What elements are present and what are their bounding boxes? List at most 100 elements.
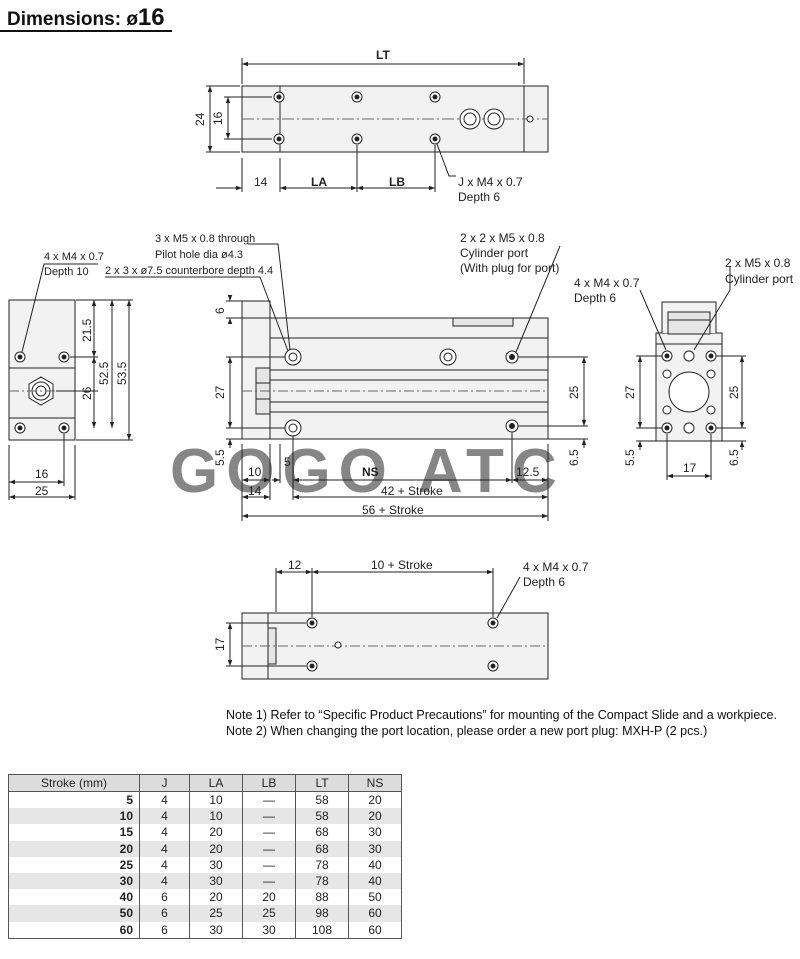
front-view <box>105 243 588 521</box>
dim-26: 26 <box>80 386 94 400</box>
watermark-text: GOGO ATC <box>170 437 565 506</box>
table-row: 20 4 20 — 68 30 <box>8 840 402 857</box>
cell-stroke: 10 <box>8 808 140 825</box>
cell-lb: 25 <box>242 905 296 922</box>
cell-lt: 68 <box>295 824 349 841</box>
cell-stroke: 15 <box>8 824 140 841</box>
cell-la: 30 <box>189 872 243 890</box>
cell-ns: 30 <box>348 824 402 841</box>
header-lb: LB <box>242 774 296 792</box>
right-side-view <box>636 266 746 480</box>
cell-lb: — <box>242 808 296 825</box>
cell-la: 25 <box>189 905 243 922</box>
dim-right-17: 17 <box>683 461 697 475</box>
dim-front-12-5: 12.5 <box>516 465 540 479</box>
cell-la: 10 <box>189 808 243 825</box>
dim-front-27: 27 <box>213 385 227 399</box>
cell-stroke: 5 <box>8 791 140 809</box>
cell-ns: 30 <box>348 840 402 857</box>
dim-front-5-5: 5.5 <box>213 449 227 466</box>
callout-counterbore: 2 x 3 x ø7.5 counterbore depth 4.4 <box>105 265 273 277</box>
cell-stroke: 30 <box>8 872 140 890</box>
dim-24: 24 <box>193 112 207 126</box>
cell-lb: — <box>242 824 296 841</box>
right-callout-m4-1: 4 x M4 x 0.7 <box>574 276 640 290</box>
callout-pilot: Pilot hole dia ø4.3 <box>155 249 243 261</box>
dim-right-6-5: 6.5 <box>727 449 741 466</box>
header-la: LA <box>189 774 243 792</box>
left-side-view <box>8 263 133 500</box>
dimension-table: Stroke (mm) J LA LB LT NS 5 4 10 — 58 20… <box>8 774 402 939</box>
dim-21-5: 21.5 <box>80 318 94 342</box>
cell-j: 4 <box>139 872 190 890</box>
cell-lt: 78 <box>295 872 349 890</box>
cell-lt: 108 <box>295 921 349 939</box>
cell-lb: — <box>242 840 296 857</box>
callout-cyl-3: (With plug for port) <box>460 261 559 275</box>
cell-ns: 60 <box>348 905 402 922</box>
bottom-callout-2: Depth 6 <box>523 575 565 589</box>
cell-la: 30 <box>189 921 243 939</box>
dim-right-5-5: 5.5 <box>623 449 637 466</box>
bottom-callout-1: 4 x M4 x 0.7 <box>523 560 589 574</box>
dim-right-25: 25 <box>727 385 741 399</box>
dim-lt: LT <box>376 48 390 62</box>
top-view-holes <box>273 91 534 145</box>
header-stroke: Stroke (mm) <box>8 774 140 792</box>
callout-j: J x M4 x 0.7 <box>458 175 523 189</box>
dim-10-stroke: 10 + Stroke <box>371 558 433 572</box>
dim-bottom-17: 17 <box>213 637 227 651</box>
cell-la: 20 <box>189 840 243 857</box>
header-j: J <box>139 774 190 792</box>
cell-j: 4 <box>139 824 190 841</box>
right-callout-m4-2: Depth 6 <box>574 291 616 305</box>
table-row: 50 6 25 25 98 60 <box>8 905 402 922</box>
dim-left-25: 25 <box>35 484 49 498</box>
cell-j: 4 <box>139 808 190 825</box>
cell-la: 30 <box>189 856 243 873</box>
left-callout-2: Depth 10 <box>44 266 89 278</box>
dim-left-16: 16 <box>35 467 49 481</box>
left-view-body <box>8 299 76 441</box>
cell-lb: — <box>242 856 296 873</box>
dim-52-5: 52.5 <box>97 361 111 385</box>
cell-lt: 78 <box>295 856 349 873</box>
notes: Note 1) Refer to “Specific Product Preca… <box>226 707 777 739</box>
cell-lt: 88 <box>295 889 349 906</box>
cell-stroke: 60 <box>8 921 140 939</box>
callout-cyl-1: 2 x 2 x M5 x 0.8 <box>460 231 545 245</box>
cell-stroke: 25 <box>8 856 140 873</box>
dim-lb: LB <box>389 175 405 189</box>
dim-front-14: 14 <box>248 484 262 498</box>
cell-lt: 58 <box>295 791 349 809</box>
cell-la: 20 <box>189 824 243 841</box>
bottom-view <box>226 568 549 680</box>
cell-lt: 98 <box>295 905 349 922</box>
left-callout-1: 4 x M4 x 0.7 <box>44 251 104 263</box>
cell-j: 6 <box>139 921 190 939</box>
title-underline <box>0 30 172 32</box>
dim-front-5: 5 <box>284 455 291 469</box>
cell-ns: 40 <box>348 856 402 873</box>
cell-lb: — <box>242 872 296 890</box>
dim-42-stroke: 42 + Stroke <box>381 484 443 498</box>
cell-lb: — <box>242 791 296 809</box>
dim-front-10: 10 <box>248 465 262 479</box>
dim-bottom-12: 12 <box>288 558 302 572</box>
right-callout-m5-1: 2 x M5 x 0.8 <box>725 256 791 270</box>
dim-53-5: 53.5 <box>115 361 129 385</box>
callout-through: 3 x M5 x 0.8 through <box>155 233 255 245</box>
cell-j: 4 <box>139 856 190 873</box>
dim-front-6-5: 6.5 <box>567 449 581 466</box>
cell-lt: 68 <box>295 840 349 857</box>
dim-ns: NS <box>362 465 379 479</box>
table-row: 10 4 10 — 58 20 <box>8 808 402 825</box>
cell-ns: 50 <box>348 889 402 906</box>
top-view <box>206 58 549 192</box>
dim-right-27: 27 <box>623 385 637 399</box>
cell-stroke: 50 <box>8 905 140 922</box>
table-row: 40 6 20 20 88 50 <box>8 889 402 906</box>
dim-14: 14 <box>254 175 268 189</box>
callout-j-depth: Depth 6 <box>458 190 500 204</box>
cell-la: 10 <box>189 791 243 809</box>
